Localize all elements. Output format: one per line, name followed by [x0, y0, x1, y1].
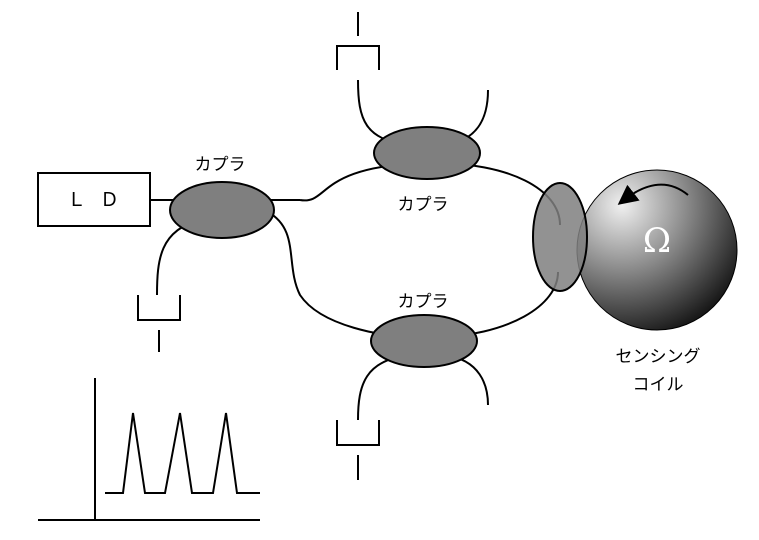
- lower-coupler: [370, 314, 478, 368]
- coil-label-line1: センシング: [616, 347, 701, 367]
- laser-diode-label: ＬＤ: [67, 189, 133, 211]
- rotation-symbol: Ω: [643, 221, 671, 261]
- source-coupler-label: カプラ: [195, 155, 246, 175]
- rotation-arrow-icon: [617, 183, 689, 205]
- photodetector-icon: [336, 420, 380, 480]
- upper-coupler-label: カプラ: [398, 195, 449, 215]
- lower-coupler-label: カプラ: [398, 292, 449, 312]
- output-signal-plot: [38, 378, 260, 521]
- photodetector-icon: [137, 295, 181, 352]
- coil-coupler: [532, 182, 588, 292]
- photodetector-icon: [336, 12, 380, 70]
- source-coupler: [169, 181, 275, 239]
- signal-waveform: [105, 412, 260, 494]
- laser-diode: ＬＤ: [37, 172, 151, 227]
- coil-label-line2: コイル: [633, 375, 684, 395]
- fiber-loop-lower: [267, 211, 559, 340]
- upper-coupler: [373, 126, 481, 180]
- sensing-coil: Ω: [576, 169, 738, 331]
